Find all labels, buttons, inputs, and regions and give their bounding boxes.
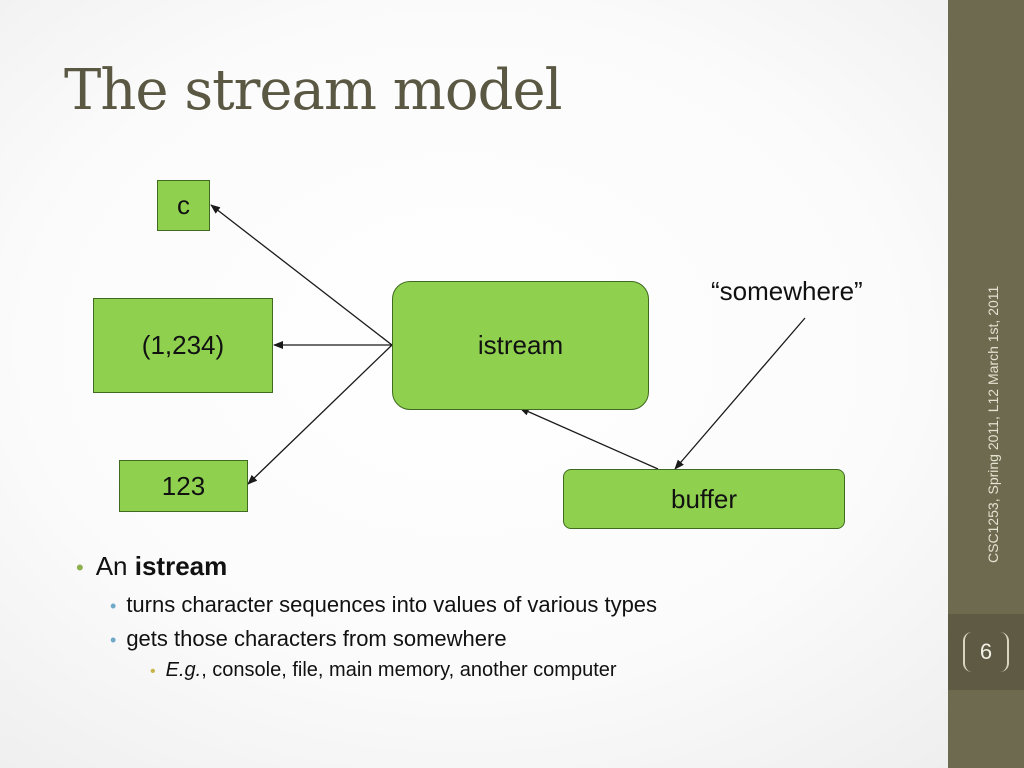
annotation-somewhere: “somewhere” [711, 276, 863, 306]
page-number: 6 [963, 632, 1009, 672]
bullet-l3-rest: , console, file, main memory, another co… [201, 659, 617, 681]
bullet-level3: • E.g., console, file, main memory, anoth… [150, 659, 617, 682]
bullet-dot: • [110, 596, 117, 616]
sidebar [948, 0, 1024, 768]
node-buffer: buffer [563, 469, 845, 529]
bullet-level2-a: • turns character sequences into values o… [110, 592, 657, 618]
sidebar-footer-band [948, 614, 1024, 690]
node-pair: (1,234) [93, 298, 273, 393]
node-istream: istream [392, 281, 649, 410]
arrow-istream-to-123 [247, 344, 393, 485]
bullet-l2a-text: turns character sequences into values of… [126, 592, 658, 617]
arrow-buffer-to-istream [519, 407, 659, 470]
arrow-somewhere-to-buffer [674, 317, 806, 470]
bullet-level2-b: • gets those characters from somewhere [110, 626, 507, 652]
bullet-l3-italic: E.g. [165, 659, 202, 681]
bullet-dot: • [110, 630, 117, 650]
node-123: 123 [119, 460, 248, 512]
bullet-level1: • An istream [76, 551, 227, 582]
bullet-l1-bold: istream [134, 551, 228, 581]
bullet-l2b-text: gets those characters from somewhere [126, 626, 507, 651]
bullet-dot: • [150, 663, 156, 680]
node-c: c [157, 180, 210, 231]
arrow-istream-to-c [210, 204, 393, 346]
slide-title: The stream model [64, 58, 563, 123]
bullet-dot: • [76, 555, 84, 580]
bullet-l1-prefix: An [95, 551, 128, 581]
